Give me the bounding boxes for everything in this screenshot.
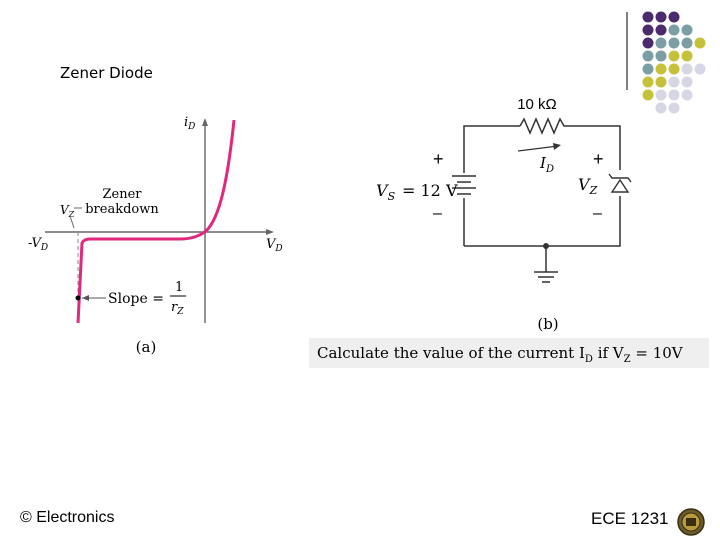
decorative-dot-grid [626,11,706,114]
iv-curve [76,119,236,324]
vz-tick-line [69,215,75,229]
figure-a-caption: (a) [136,338,157,356]
source-value: = 12 V [402,181,458,200]
dot-row-3 [642,37,706,49]
current-arrow-line [517,145,559,152]
resistor-symbol [519,117,568,135]
question-text-1: Calculate the value of the current I [317,344,585,362]
zener-circuit-figure: 10 kΩ ID + – VS = 12 V + – VZ (b) [376,96,632,333]
zener-diode-bar [608,173,632,183]
vz-label: VZ [60,203,75,219]
axis-label-neg-vd: -VD [28,236,48,253]
wire-left-top [463,125,520,246]
slope-denominator: rZ [171,300,184,317]
zener-iv-characteristic-figure: iD VD -VD VZ Zener breakdown Slope = 1 r… [28,115,283,356]
source-plus: + [433,149,444,169]
question-sub-d: D [584,354,593,365]
zener-plus: + [593,149,604,169]
slope-point [75,295,81,301]
source-minus: – [433,205,442,222]
dot-row-7 [642,89,693,101]
voltage-axis-arrow [266,229,274,235]
question-text-3: = 10V [630,344,683,362]
slope-label: Slope = [108,291,164,307]
dot-row-8 [655,102,680,114]
institution-logo-icon [677,508,705,536]
axis-label-id: iD [184,115,195,132]
zener-label-line2: breakdown [85,202,159,217]
zener-label-line1: Zener [102,187,142,202]
slide-title: Zener Diode [60,64,153,82]
axis-label-vd: VD [266,237,283,254]
question-box: Calculate the value of the current ID if… [309,338,709,368]
footer-course-code: ECE 1231 [591,509,669,528]
dot-row-5 [642,63,706,75]
slope-arrow-head [82,295,89,301]
resistor-value-label: 10 kΩ [517,96,557,113]
wire-right-top [568,125,621,170]
zener-voltage-label: VZ [578,175,598,197]
current-axis-arrow [202,118,208,126]
dot-row-6 [642,76,693,88]
dot-row-2 [642,24,693,36]
wire-bottom [464,196,621,247]
source-label: VS [376,181,396,203]
dot-row-4 [642,50,693,62]
zener-minus: – [593,205,602,222]
dot-row-1 [642,11,680,23]
question-sub-z: Z [623,354,631,365]
question-text-2: if V [592,344,624,362]
slope-numerator: 1 [175,280,183,295]
current-label: ID [539,154,554,175]
figure-b-caption: (b) [537,315,558,333]
current-arrow-head [553,143,561,150]
footer-copyright: © Electronics [20,509,115,526]
zener-diode-triangle [610,178,630,193]
